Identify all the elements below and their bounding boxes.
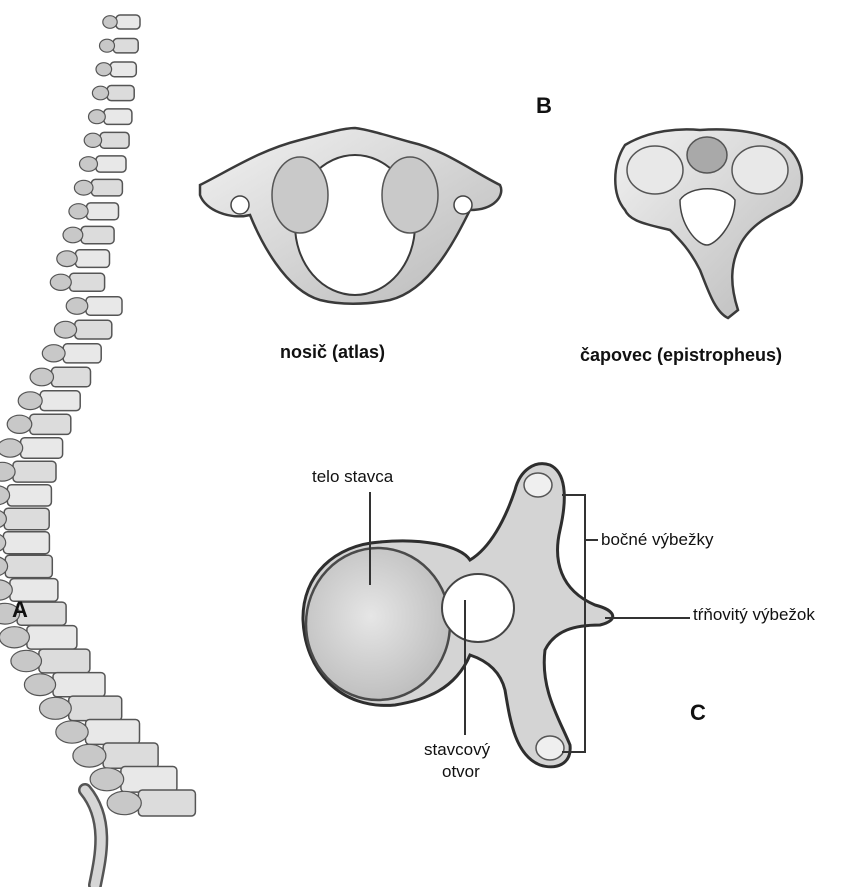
vertebra-process <box>24 674 55 696</box>
vertebra-segment <box>86 297 122 315</box>
vertebra-segment <box>116 15 140 29</box>
spine-illustration <box>0 15 195 885</box>
vertebra-process <box>50 274 71 290</box>
label-spinous-process: tŕňovitý výbežok <box>693 605 815 625</box>
label-c: C <box>690 700 706 726</box>
vertebra-illustration <box>303 464 613 767</box>
vertebra-segment <box>69 696 122 721</box>
vertebra-segment <box>40 391 80 411</box>
label-a: A <box>12 597 28 623</box>
vertebra-process <box>74 180 93 195</box>
vertebra-process <box>0 627 29 648</box>
vertebra-segment <box>63 344 101 363</box>
atlas-illustration <box>200 128 501 304</box>
vertebra-process <box>100 39 115 52</box>
vertebra-segment <box>3 532 49 554</box>
vertebra-segment <box>87 203 119 220</box>
vertebra-process <box>54 321 76 338</box>
vertebra-segment <box>7 485 51 506</box>
vertebra-segment <box>76 250 110 268</box>
vertebra-process <box>56 721 88 743</box>
vertebra-segment <box>138 790 195 816</box>
vertebra-process <box>40 697 72 719</box>
vertebra-segment <box>110 62 136 77</box>
vertebra-segment <box>5 555 52 577</box>
vertebra-process <box>57 251 77 267</box>
vertebra-segment <box>30 414 71 434</box>
vertebra-process <box>107 791 141 814</box>
axis-illustration <box>615 129 802 318</box>
vertebra-segment <box>107 86 134 101</box>
vertebra-segment <box>100 132 129 148</box>
vertebra-segment <box>39 649 90 673</box>
vertebra-segment <box>113 39 138 53</box>
vertebra-process <box>90 768 124 791</box>
vertebra-process <box>92 86 108 100</box>
label-vertebral-body: telo stavca <box>312 467 393 487</box>
label-vertebral-foramen-2: otvor <box>442 762 480 782</box>
label-b: B <box>536 93 552 119</box>
vertebra-process <box>63 227 83 243</box>
vertebra-segment <box>86 720 140 745</box>
vertebra-segment <box>4 508 49 530</box>
vertebra-segment <box>75 320 112 339</box>
vertebra-segment <box>96 156 126 172</box>
vertebra-process <box>0 439 23 457</box>
vertebra-process <box>103 16 117 29</box>
vertebra-process <box>7 415 32 433</box>
vertebra-segment <box>121 767 177 793</box>
vertebra-process <box>96 63 112 76</box>
vertebra-process <box>18 392 42 410</box>
vertebra-process <box>84 133 101 147</box>
caption-axis: čapovec (epistropheus) <box>580 345 782 366</box>
vertebra-process <box>11 650 42 671</box>
label-vertebral-foramen-1: stavcový <box>424 740 490 760</box>
caption-atlas: nosič (atlas) <box>280 342 385 363</box>
vertebra-segment <box>104 109 132 125</box>
vertebra-segment <box>13 461 56 482</box>
vertebra-segment <box>52 367 91 387</box>
vertebra-process <box>42 345 65 362</box>
vertebra-segment <box>53 673 105 697</box>
vertebra-process <box>73 744 106 767</box>
vertebra-process <box>89 110 106 124</box>
vertebra-segment <box>91 179 122 196</box>
vertebra-segment <box>81 226 114 243</box>
label-transverse-processes: bočné výbežky <box>601 530 713 550</box>
vertebra-segment <box>103 743 158 768</box>
vertebra-segment <box>27 626 77 650</box>
vertebra-process <box>30 368 53 386</box>
vertebra-process <box>80 157 98 172</box>
vertebra-segment <box>21 438 63 459</box>
vertebra-process <box>66 298 88 315</box>
vertebra-process <box>69 204 88 219</box>
vertebra-segment <box>70 273 105 291</box>
